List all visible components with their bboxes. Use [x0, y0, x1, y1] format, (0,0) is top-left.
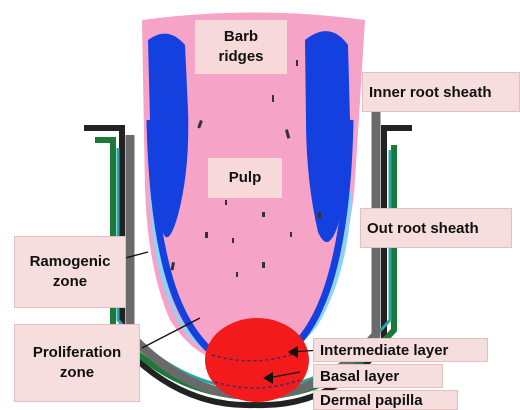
barb-ridges-label: Barb ridges — [195, 20, 287, 74]
inner-root-sheath-label: Inner root sheath — [362, 72, 520, 112]
ramogenic-zone-label: Ramogenic zone — [14, 236, 126, 308]
inner-root-sheath-text: Inner root sheath — [369, 84, 492, 101]
dermal-papilla-label: Dermal papilla — [313, 390, 458, 410]
pulp-label: Pulp — [208, 158, 282, 198]
pulp-text: Pulp — [229, 168, 262, 188]
ramogenic-line2: zone — [53, 272, 87, 292]
out-root-sheath-text: Out root sheath — [367, 220, 479, 237]
proliferation-line2: zone — [60, 363, 94, 383]
basal-layer-text: Basal layer — [320, 368, 399, 385]
out-root-sheath-label: Out root sheath — [360, 208, 512, 248]
basal-layer-label: Basal layer — [313, 364, 443, 388]
intermediate-layer-label: Intermediate layer — [313, 338, 488, 362]
ramogenic-line1: Ramogenic — [30, 252, 111, 272]
proliferation-zone-label: Proliferation zone — [14, 324, 140, 402]
intermediate-layer-text: Intermediate layer — [320, 342, 448, 359]
dermal-papilla-text: Dermal papilla — [320, 392, 423, 409]
barb-ridges-line1: Barb — [224, 27, 258, 47]
barb-ridges-line2: ridges — [218, 47, 263, 67]
dermal-papilla — [205, 318, 309, 402]
proliferation-line1: Proliferation — [33, 343, 121, 363]
